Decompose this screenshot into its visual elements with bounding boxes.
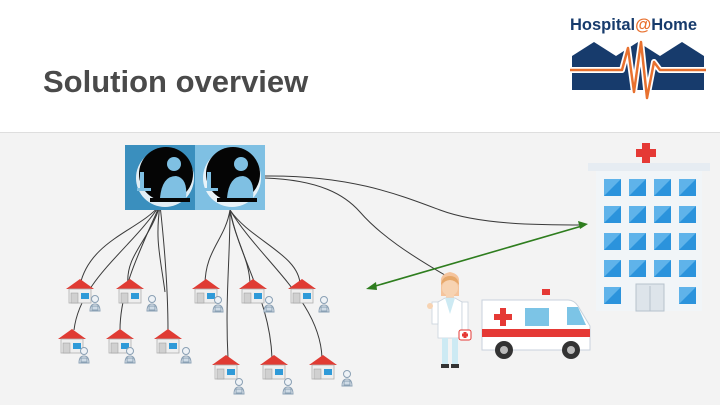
connection-line — [229, 209, 301, 286]
house-icon — [308, 354, 338, 380]
hospital-at-home-logo-icon — [570, 40, 706, 100]
house-icon — [211, 354, 241, 380]
patient-icon — [263, 296, 275, 313]
ambulance-icon — [481, 289, 591, 359]
connection-line — [73, 204, 161, 331]
connection-line — [79, 204, 161, 286]
hospital-icon — [588, 143, 710, 312]
patient-icon — [78, 347, 90, 364]
house-icon — [153, 328, 183, 354]
patient-icon — [146, 295, 158, 312]
patient-icon — [89, 295, 101, 312]
logo-wordmark: Hospital@Home — [570, 16, 697, 35]
logo-text-home: Home — [651, 16, 698, 34]
house-icon — [238, 278, 268, 304]
logo-text-at: @ — [635, 16, 652, 34]
patient-icon — [212, 296, 224, 313]
connection-line — [229, 209, 323, 359]
house-icon — [287, 278, 317, 304]
solution-diagram — [57, 143, 710, 395]
connection-line — [159, 204, 169, 333]
patient-icon — [318, 296, 330, 313]
logo-text-hospital: Hospital — [570, 16, 636, 34]
patient-icon — [180, 347, 192, 364]
house-icon — [115, 278, 145, 304]
connection-line — [226, 209, 231, 359]
two-way-arrow — [371, 225, 583, 288]
doctor-icon — [427, 272, 472, 368]
connection-line — [119, 204, 161, 331]
page-title: Solution overview — [43, 64, 309, 99]
connection-line — [204, 209, 231, 286]
patient-icon — [341, 370, 353, 387]
call-center-agent-icon — [125, 145, 265, 210]
patient-icon — [124, 347, 136, 364]
patient-icon — [282, 378, 294, 395]
house-icon — [259, 354, 289, 380]
house-icon — [65, 278, 95, 304]
connection-line — [157, 204, 166, 293]
connection-line — [127, 204, 161, 286]
patient-icon — [233, 378, 245, 395]
connection-line — [264, 175, 586, 226]
connection-line — [264, 177, 451, 279]
